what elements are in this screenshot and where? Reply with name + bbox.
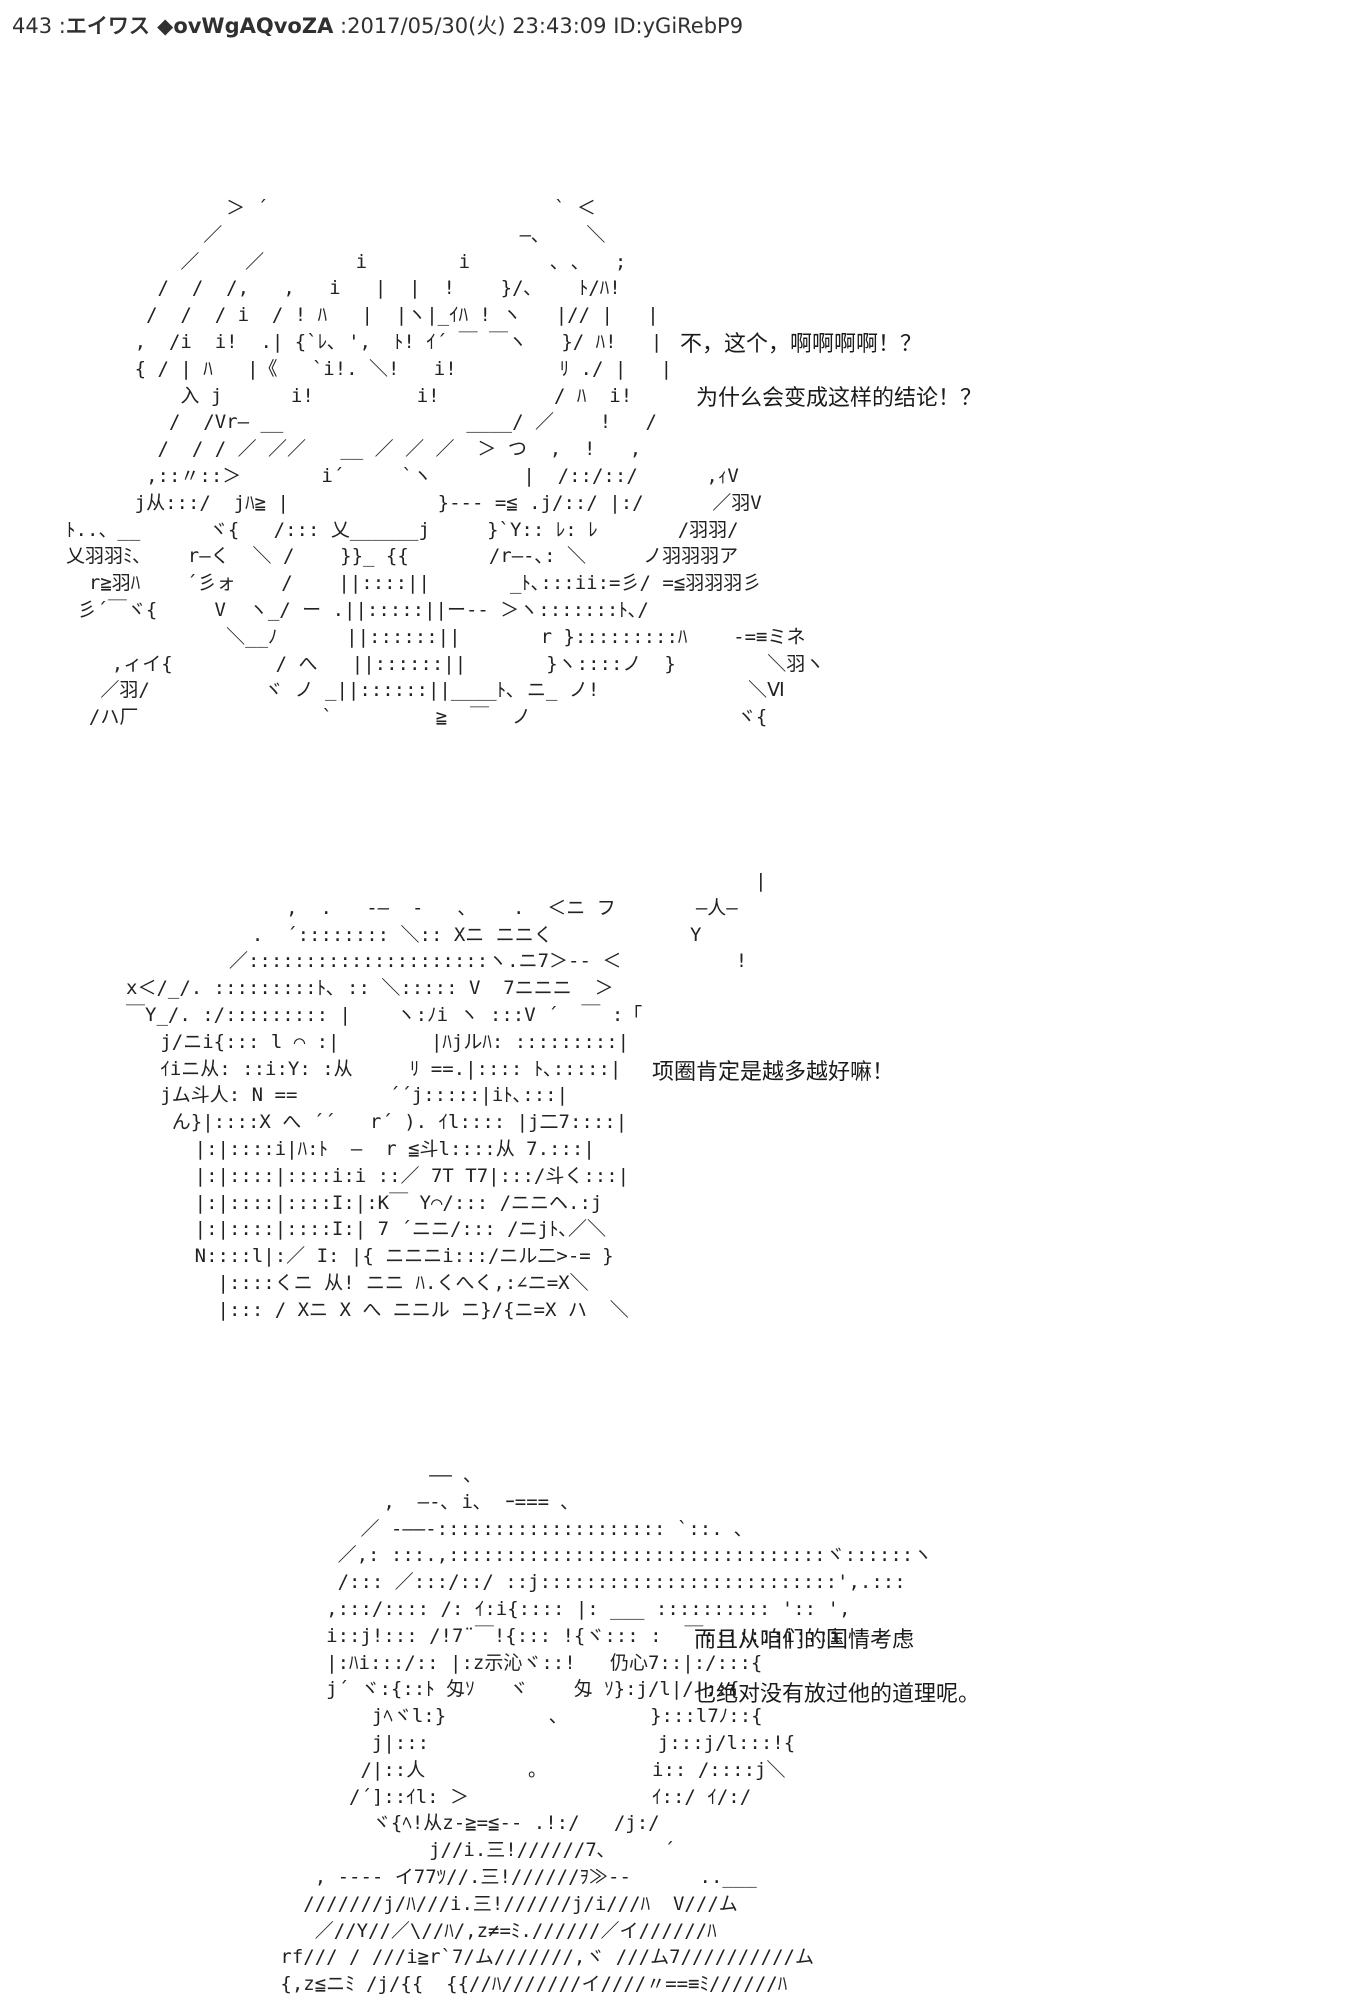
dialogue-line: 项圈肯定是越多越好嘛！ (652, 1060, 895, 1085)
dialogue-line: 而且从咱们的国情考虑 (694, 1628, 915, 1653)
dialogue-line: 不，这个，啊啊啊啊！？ (680, 332, 923, 357)
post-timestamp: :2017/05/30(火) 23:43:09 (333, 14, 614, 38)
ascii-art-panel-1: ＞ ´ ` ＜ ／ ―､ ＼ ／ ／ i i ､ ､ ; / / /, , i … (66, 197, 825, 729)
dialogue-line: 也绝对没有放过他的道理呢。 (694, 1682, 981, 1707)
post-author: エイワス ◆ovWgAQvoZA (65, 14, 334, 38)
header-separator: : (52, 14, 66, 38)
dialogue-panel-3: 而且从咱们的国情考虑 也绝对没有放过他的道理呢。 (694, 1614, 980, 1722)
post-number: 443 (12, 14, 53, 38)
dialogue-panel-1: 不，这个，啊啊啊啊！？ 为什么会变成这样的结论！？ (680, 318, 982, 426)
ascii-art-panel-2: | , . ‐― ‐ ､ . ＜ニ フ ―人― . ´:::::::: ＼:: … (126, 870, 767, 1321)
post-user-id: ID:yGiRebP9 (613, 14, 744, 38)
dialogue-line: 为什么会变成这样的结论！？ (696, 386, 983, 411)
post-header: 443 :エイワス ◆ovWgAQvoZA :2017/05/30(火) 23:… (12, 10, 743, 40)
dialogue-panel-2: 项圈肯定是越多越好嘛！ (652, 1046, 894, 1100)
ascii-art-panel-3: ―― ､ , ―-､ i､ ｰ=== ､ ／ ‐――-:::::::::::::… (280, 1464, 933, 1996)
